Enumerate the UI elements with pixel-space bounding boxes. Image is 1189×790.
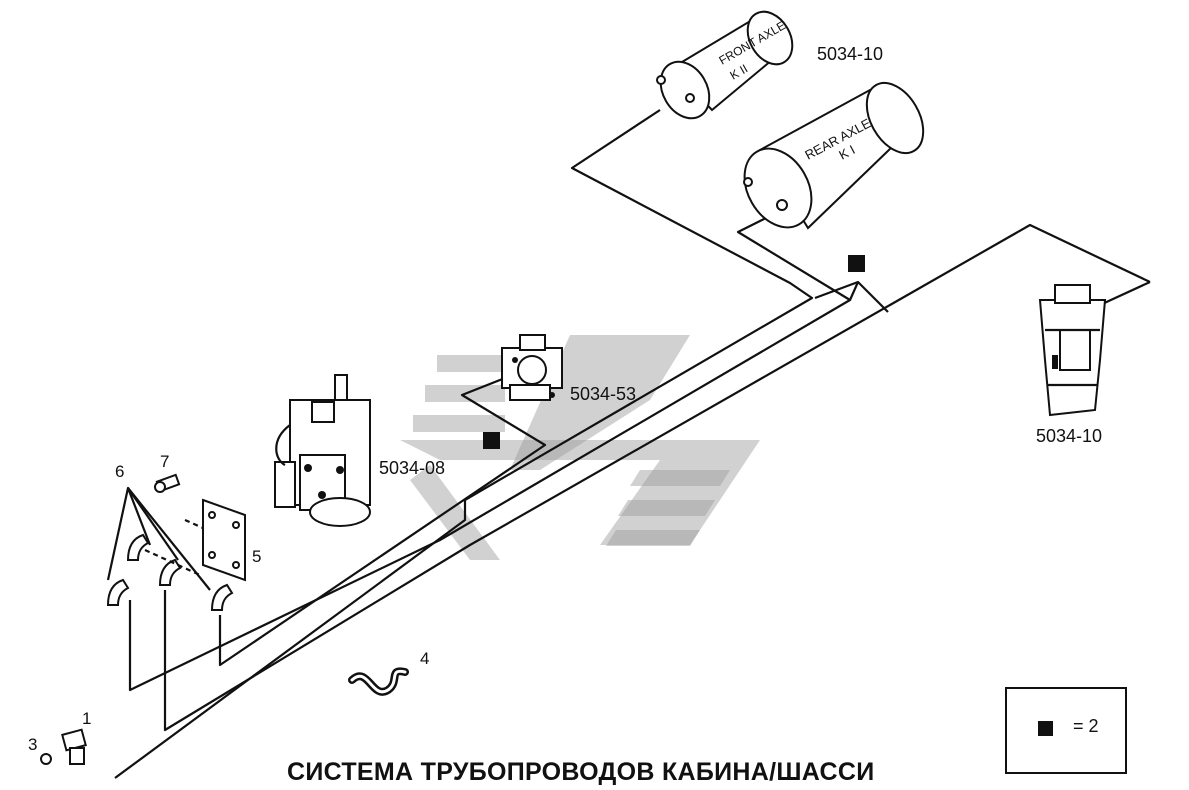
hose — [348, 667, 409, 696]
pipe-center-valve — [218, 376, 547, 667]
connector — [61, 728, 87, 765]
ref-right-valve: 5034-10 — [1036, 426, 1102, 446]
part-number-3: 3 — [28, 735, 37, 754]
rear-tank-label-2: K I — [836, 142, 857, 163]
bolt — [154, 473, 181, 493]
pipe-branch-stem — [848, 281, 860, 301]
rear-axle-tank: REAR AXLE K I — [743, 81, 925, 230]
part-number-1: 1 — [82, 709, 91, 728]
legend: = 2 — [1005, 687, 1127, 774]
pipe-lines — [114, 109, 1151, 779]
ref-left-valve: 5034-08 — [379, 458, 445, 478]
part-number-6: 6 — [115, 462, 124, 481]
pipe-right-valve-in — [1099, 281, 1151, 306]
center-valve — [501, 334, 563, 401]
diagram-title: СИСТЕМА ТРУБОПРОВОДОВ КАБИНА/ШАССИ — [287, 758, 875, 786]
legend-text: = 2 — [1073, 716, 1099, 736]
nut — [40, 753, 52, 765]
part-number-7: 7 — [160, 452, 169, 471]
pipe-front-tank — [114, 109, 814, 779]
marker-square — [848, 255, 865, 272]
ref-front-tank: 5034-10 — [817, 44, 883, 64]
part-number-4: 4 — [420, 649, 429, 668]
mounting-plate — [184, 498, 246, 582]
part-number-5: 5 — [252, 547, 261, 566]
front-axle-tank: FRONT AXLE K II — [656, 10, 794, 120]
right-valve — [1038, 284, 1107, 417]
left-valve — [274, 374, 371, 527]
watermark-logo — [400, 335, 760, 560]
pipe-right-valve — [163, 223, 1151, 732]
marker-square — [483, 432, 500, 449]
elbow-fittings — [106, 486, 234, 611]
ref-center-valve: 5034-53 — [570, 384, 636, 404]
pipe-rear-tank — [128, 209, 852, 692]
black-square-icon — [1038, 721, 1053, 736]
